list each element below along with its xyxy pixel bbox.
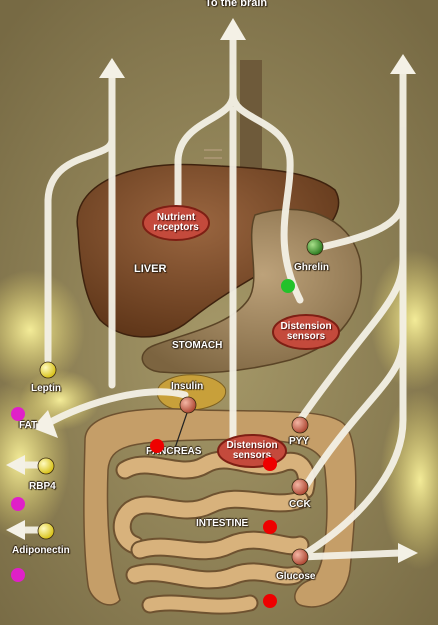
stomach-label: STOMACH	[172, 340, 223, 351]
pancreas	[156, 374, 227, 411]
arrow-heads	[6, 18, 418, 563]
magenta-marker-dot-adiponectin	[11, 568, 25, 582]
rbp4-label: RBP4	[29, 481, 56, 492]
red-marker-dot-intestine	[263, 520, 277, 534]
glucose-label: Glucose	[276, 571, 316, 582]
distension-intestine-line1: Distension	[226, 440, 278, 451]
nutrient-receptors-line1: Nutrient	[156, 212, 196, 223]
to-brain-label: To the brain	[205, 0, 268, 9]
insulin-label: Insulin	[171, 381, 204, 392]
leptin-label: Leptin	[31, 383, 61, 394]
liver-label: LIVER	[134, 263, 167, 275]
magenta-marker-dot-fat	[11, 407, 25, 421]
intestine-label: INTESTINE	[196, 518, 249, 529]
distension-stomach-line1: Distension	[280, 321, 332, 332]
green-marker-dot	[281, 279, 295, 293]
colon	[83, 408, 357, 608]
ghrelin-label: Ghrelin	[294, 262, 330, 273]
signal-arrows	[18, 36, 407, 561]
sensor-ovals	[142, 205, 340, 468]
distension-sensors-stomach-label: Distension sensors	[276, 322, 336, 342]
magenta-marker-dot-rbp4	[11, 497, 25, 511]
pyy-label: PYY	[289, 436, 310, 447]
nutrient-receptors-label: Nutrient receptors	[146, 213, 206, 233]
red-marker-dot-bottom	[263, 594, 277, 608]
adiponectin-label: Adiponectin	[12, 545, 70, 556]
distension-intestine-line2: sensors	[232, 450, 272, 461]
red-marker-dot-pancreas	[150, 439, 164, 453]
pancreas-label: PANCREAS	[146, 446, 202, 457]
hormone-markers	[37, 238, 324, 566]
distension-stomach-line2: sensors	[286, 331, 326, 342]
distension-sensors-intestine-label: Distension sensors	[222, 441, 282, 461]
nutrient-receptors-line2: receptors	[153, 222, 199, 233]
cck-label: CCK	[289, 499, 311, 510]
fat-label: FAT	[19, 420, 38, 431]
red-marker-dot-distension	[263, 457, 277, 471]
